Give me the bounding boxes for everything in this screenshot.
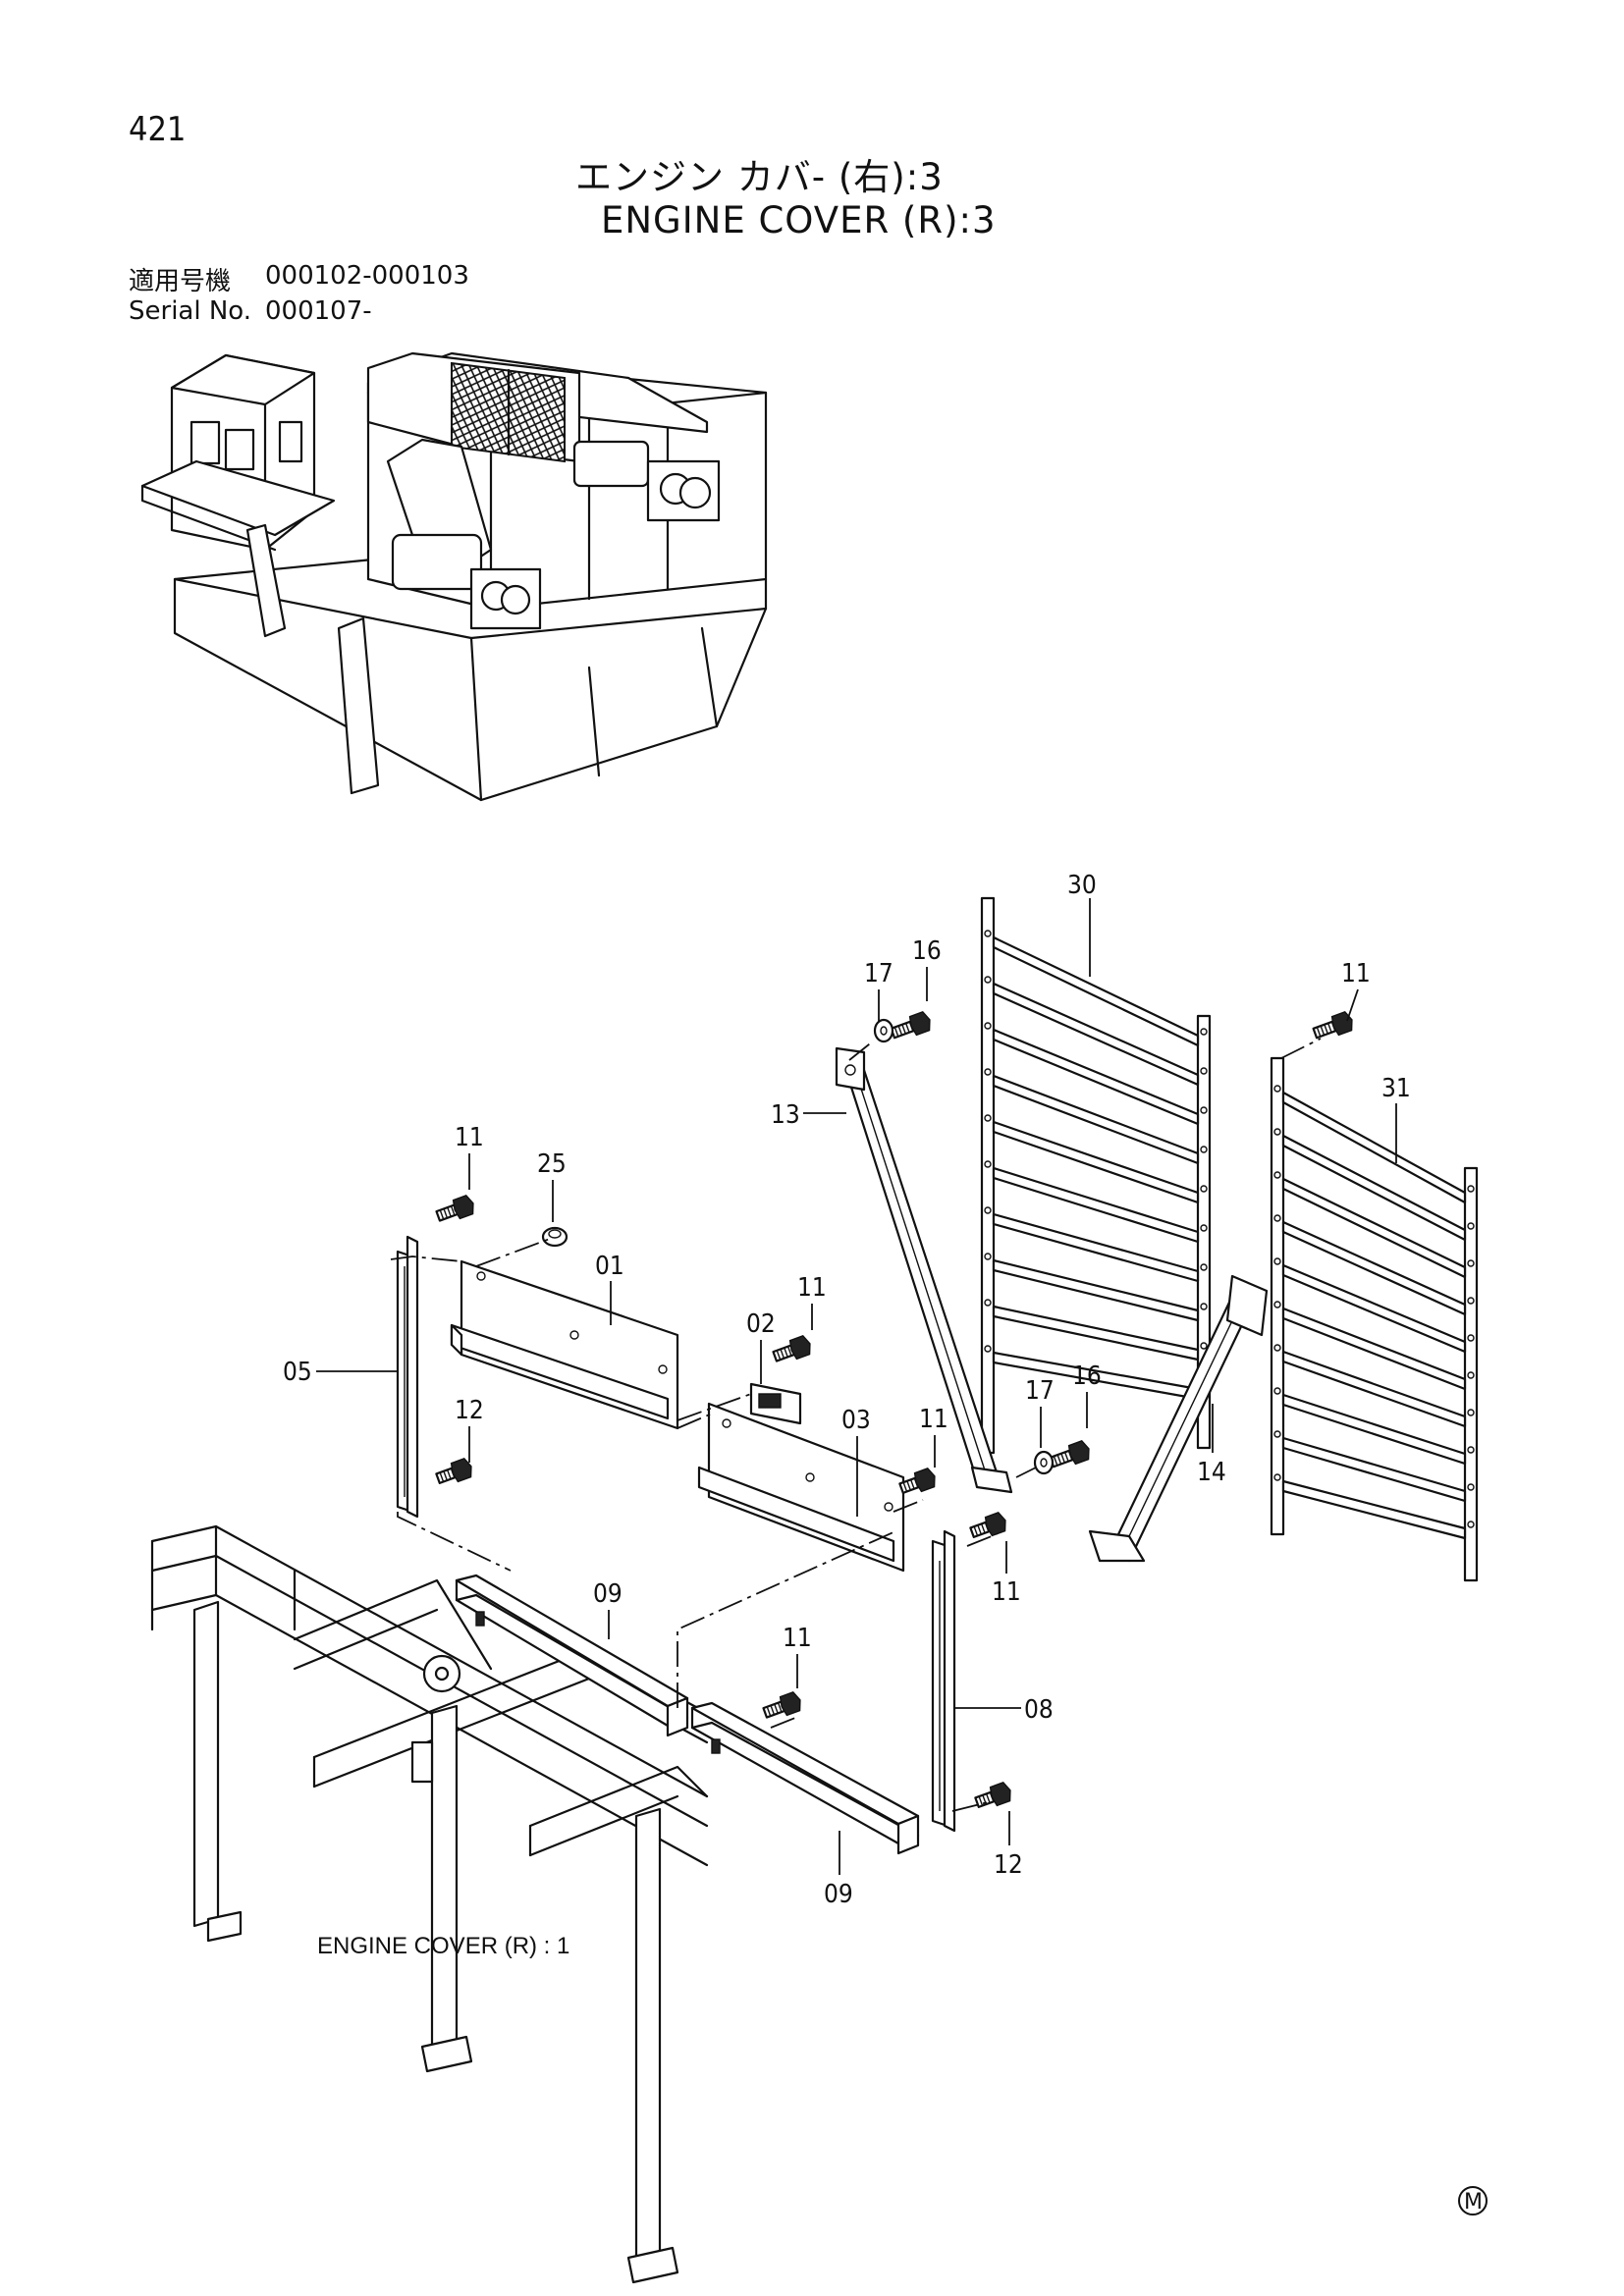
part-11-bolt-rail [762,1690,801,1719]
m-mark-letter: M [1464,2190,1483,2215]
part-02-bracket [749,1382,802,1425]
callout-leaders [316,898,1397,1875]
part-25-nut [541,1226,568,1248]
callout-11-rail: 11 [783,1624,812,1653]
part-01-panel [450,1259,679,1430]
title-japanese: エンジン カバ- (右):3 [575,156,944,198]
callout-17-lower: 17 [1025,1376,1055,1406]
part-11-bolt-right [969,1511,1006,1538]
part-09-lower-rail [690,1701,920,1855]
part-11-bolt-top-right [1312,1010,1353,1040]
callout-11-right: 11 [992,1577,1021,1607]
callout-03: 03 [841,1406,871,1435]
part-03-panel [697,1402,905,1573]
callout-11-bracket: 11 [797,1273,827,1303]
part-16-bolt-lower [1049,1439,1090,1468]
page-number: 421 [129,110,187,149]
part-09-upper-rail [455,1574,689,1737]
part-12-bolt-right [974,1781,1011,1808]
serial-range-english: 000107- [265,296,372,326]
serial-label-english: Serial No. [129,296,251,326]
part-11-bolt-top-left [435,1194,474,1222]
callout-11-top-right: 11 [1341,959,1371,988]
part-17-washer-lower [1033,1450,1055,1475]
serial-range-japanese: 000102-000103 [265,261,469,291]
callout-31: 31 [1381,1074,1411,1103]
title-english: ENGINE COVER (R):3 [601,199,997,241]
callout-08: 08 [1024,1695,1054,1725]
part-30-louver-panel [980,896,1212,1455]
reference-label-engine-cover-1: ENGINE COVER (R) : 1 [317,1933,569,1959]
callout-16-upper: 16 [912,936,942,966]
part-13-stay [835,1046,1013,1494]
base-frame-structure [150,1524,709,2284]
callout-17-upper: 17 [864,959,893,988]
callout-16-lower: 16 [1072,1362,1102,1391]
callout-01: 01 [595,1252,624,1281]
fastener-group [435,1010,1353,1808]
callout-number-group: 30 31 11 17 16 13 11 25 01 11 02 05 12 0… [283,871,1411,1909]
callout-09-lower: 09 [824,1880,853,1909]
callout-30: 30 [1067,871,1097,900]
part-11-bolt-bracket [772,1334,811,1362]
part-31-louver-panel [1270,1056,1479,1582]
part-05-vertical-bar [396,1235,419,1519]
serial-label-japanese: 適用号機 [129,267,232,296]
callout-12-right: 12 [994,1850,1023,1880]
machine-overview-illustration [140,351,768,802]
callout-11-center: 11 [919,1405,948,1434]
callout-14: 14 [1197,1458,1226,1487]
callout-05: 05 [283,1358,312,1387]
part-12-bolt-left [435,1457,472,1484]
callout-12-left: 12 [455,1396,484,1425]
part-14-stay [1088,1274,1269,1563]
m-mark-symbol: M [1458,2186,1488,2216]
callout-11-top-left: 11 [455,1123,484,1152]
part-16-bolt-upper [890,1010,931,1040]
part-08-vertical-bar [931,1529,956,1833]
callout-13: 13 [771,1100,800,1130]
assembly-phantom-lines [390,1038,1322,1812]
callout-02: 02 [746,1309,776,1339]
part-11-bolt-center [898,1467,936,1494]
part-17-washer-upper [873,1018,894,1043]
callout-25: 25 [537,1149,567,1179]
callout-09-upper: 09 [593,1579,623,1609]
